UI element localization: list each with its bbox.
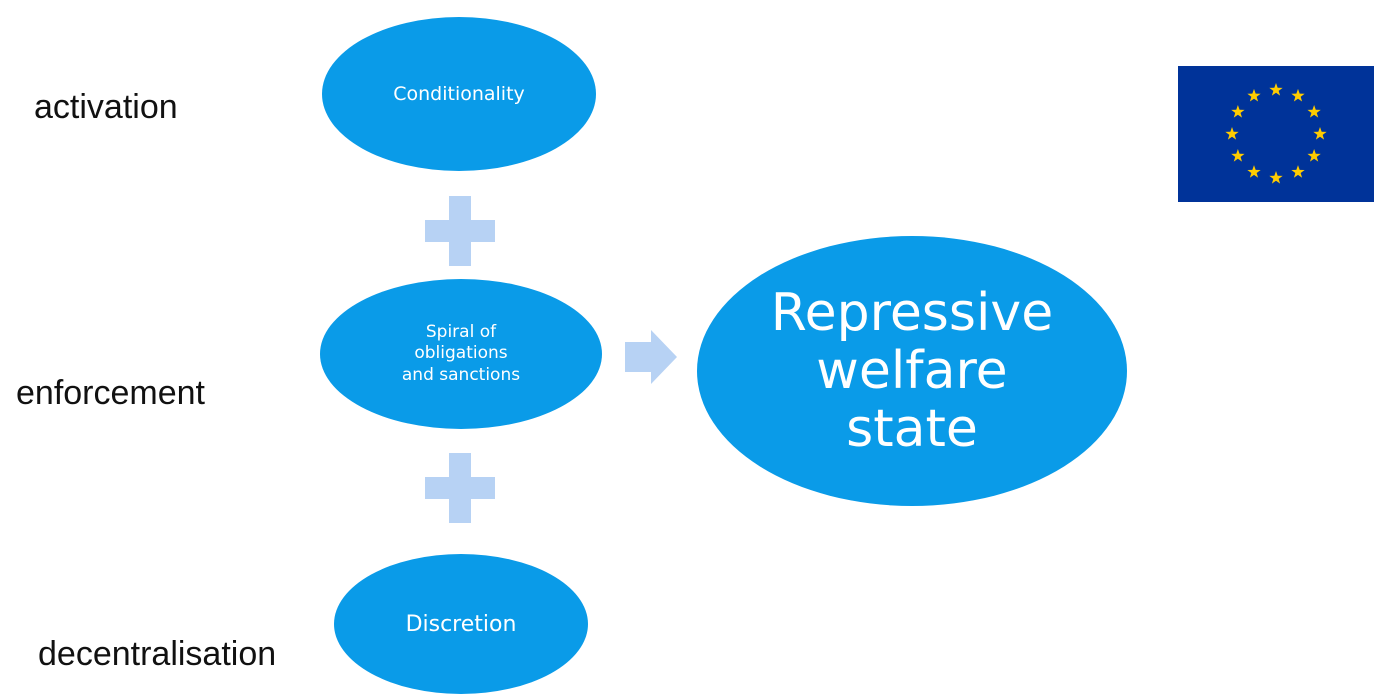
node-repressive-text: Repressive welfare state (770, 282, 1054, 460)
arrow-right-icon (625, 330, 677, 384)
label-activation: activation (34, 88, 178, 126)
label-enforcement: enforcement (16, 374, 205, 412)
node-conditionality: Conditionality (322, 17, 596, 171)
flag-star (1291, 165, 1305, 178)
flag-star (1269, 83, 1283, 96)
flag-star (1291, 88, 1305, 102)
flag-star (1269, 171, 1283, 184)
node-conditionality-text: Conditionality (393, 83, 525, 105)
flag-star (1231, 105, 1245, 118)
flag-star (1225, 127, 1239, 140)
plus-icon (425, 196, 495, 266)
eu-flag-icon (1178, 66, 1374, 202)
node-repressive-welfare-state: Repressive welfare state (697, 236, 1127, 506)
label-decentralisation: decentralisation (38, 635, 277, 673)
flag-star (1307, 149, 1321, 162)
flag-star (1247, 88, 1261, 102)
flag-star (1231, 149, 1245, 162)
node-discretion: Discretion (334, 554, 588, 694)
plus-icon (425, 453, 495, 523)
node-discretion-text: Discretion (405, 611, 517, 637)
flag-star (1247, 165, 1261, 178)
node-spiral-text: Spiral of obligations and sanctions (401, 322, 521, 385)
flag-star (1307, 105, 1321, 118)
node-spiral-of-obligations: Spiral of obligations and sanctions (320, 279, 602, 429)
flag-star (1313, 127, 1327, 140)
